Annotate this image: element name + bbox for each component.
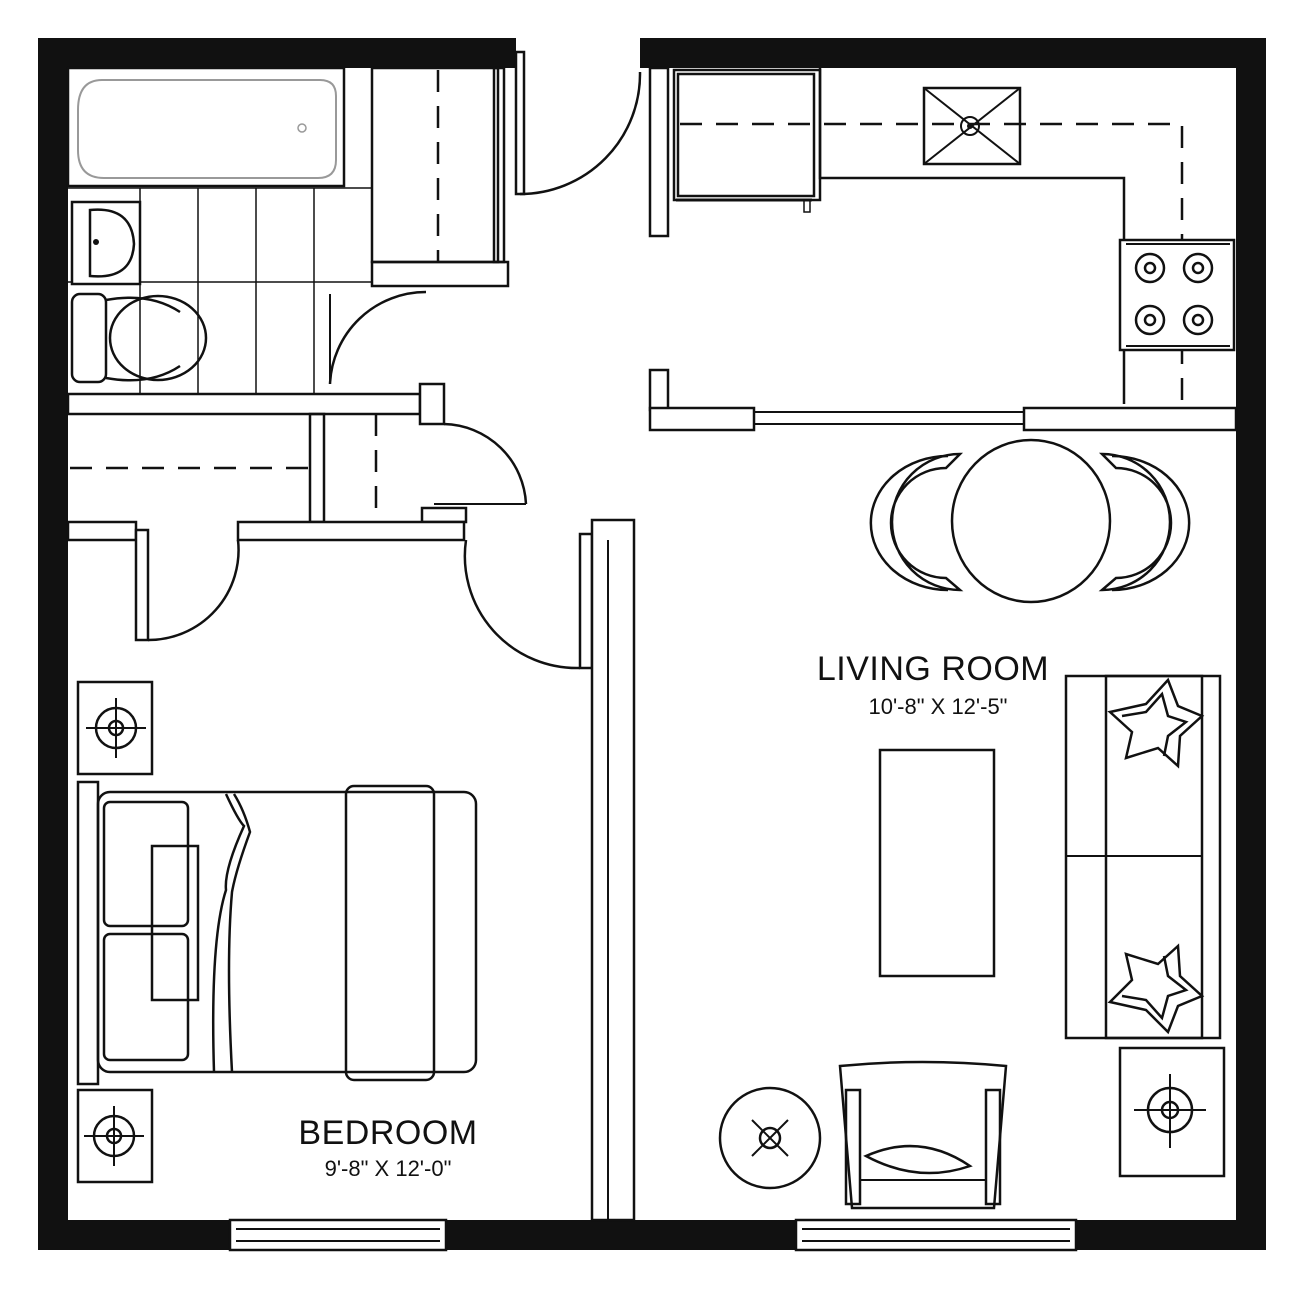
side-table-lamp [718,1086,822,1190]
toilet [70,292,208,384]
end-table-living [1118,1046,1226,1178]
bedroom-dimensions: 9'-8" X 12'-0" [325,1156,452,1181]
kitchen-sink [922,86,1022,166]
hall-closet [70,412,528,524]
window-bedroom [228,1218,448,1252]
living-room-dimensions: 10'-8" X 12'-5" [869,694,1008,719]
living-room-label: LIVING ROOM [817,650,1049,688]
dining-set [869,438,1191,604]
nightstand-top [76,680,154,776]
coffee-table [878,748,996,978]
bathroom-sink [70,200,142,286]
stove [1118,238,1236,352]
refrigerator [672,68,822,213]
bathroom [66,66,510,426]
bedroom-label: BEDROOM [298,1114,477,1152]
kitchen [648,68,1238,432]
entry-door [514,50,670,238]
sofa [1064,674,1222,1040]
exterior-walls [38,38,1266,1250]
armchair [838,1060,1008,1210]
nightstand-bottom [76,1088,154,1184]
bedroom-walls [66,518,636,1222]
window-living-room [794,1218,1078,1252]
bathtub [66,66,346,188]
bed [76,780,478,1086]
